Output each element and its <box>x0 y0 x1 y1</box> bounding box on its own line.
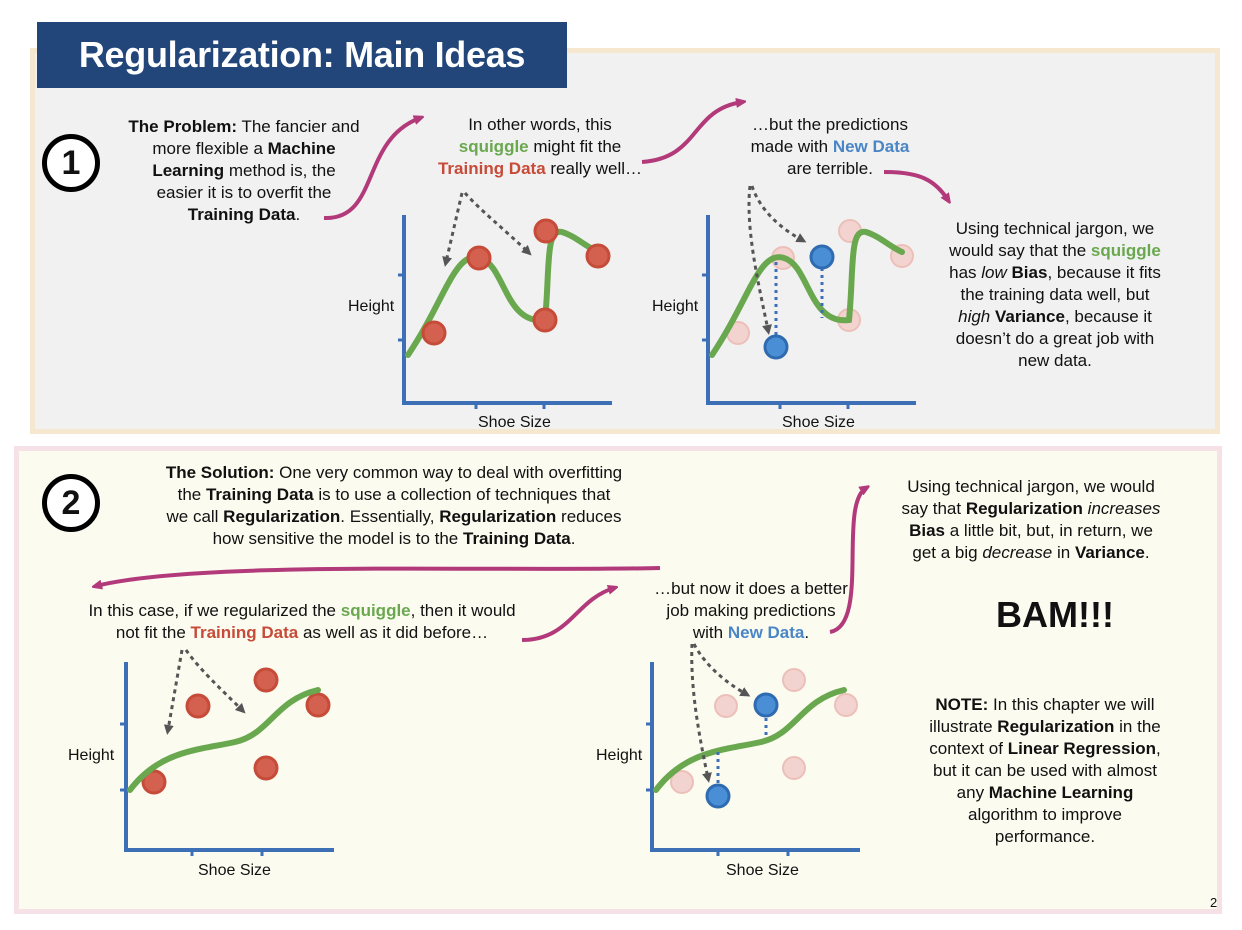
better-predictions-text: …but now it does a better job making pre… <box>654 579 848 642</box>
note-text: NOTE: In this chapter we will illustrate… <box>929 695 1161 846</box>
bias-variance-jargon-text: Using technical jargon, we would say tha… <box>949 219 1161 370</box>
flow-arrow <box>96 566 661 586</box>
bam-exclamation: BAM!!! <box>996 594 1114 635</box>
regularized-squiggle-text: In this case, if we regularized the squi… <box>88 601 516 642</box>
plot1-training-point <box>421 320 447 346</box>
section-1-panel <box>30 48 1220 434</box>
plot3-training-point <box>253 755 279 781</box>
plot4-pointer-arrow <box>692 643 751 697</box>
plot2-pointer-arrow <box>750 185 807 243</box>
new-data-terrible-text: …but the predictions made with New Data … <box>750 115 910 178</box>
plot1-training-point <box>532 307 558 333</box>
plot2-xlabel: Shoe Size <box>782 414 855 431</box>
plot2-pointer-arrow <box>747 185 772 335</box>
flow-arrow <box>521 588 614 642</box>
plot3-training-point <box>253 667 279 693</box>
flow-arrow <box>829 488 866 634</box>
plot4-faded-point <box>670 770 694 794</box>
plot4-regularized-squiggle <box>653 687 847 793</box>
plot3-regularized-squiggle <box>127 687 321 793</box>
plot3-ticks <box>120 722 264 856</box>
section-2-panel <box>14 446 1222 914</box>
plot1-squiggle <box>405 228 601 358</box>
plot4-new-data-point <box>705 783 731 809</box>
plot4-faded-point <box>714 694 738 718</box>
regularization-jargon-text: Using technical jargon, we would say tha… <box>901 477 1161 562</box>
plot1-pointer-arrow <box>463 192 532 256</box>
flow-arrow <box>323 118 420 221</box>
plot4-pointer-arrow <box>690 643 712 783</box>
plot4-ticks <box>646 722 790 856</box>
plot1-xlabel: Shoe Size <box>478 414 551 431</box>
plot3-training-point <box>185 693 211 719</box>
flow-arrows <box>96 102 948 642</box>
solution-text: The Solution: One very common way to dea… <box>165 463 623 548</box>
section-number-1: 1 <box>42 134 100 192</box>
plot2-overfit-new-data <box>702 185 916 409</box>
plot4-faded-point <box>782 668 806 692</box>
plot3-xlabel: Shoe Size <box>198 862 271 879</box>
flow-arrow <box>883 170 948 200</box>
plot1-ticks <box>398 273 546 409</box>
plot3-training-point <box>141 769 167 795</box>
plot2-new-data-point <box>809 244 835 270</box>
plot4-axes <box>650 662 860 852</box>
plot2-ticks <box>702 273 850 409</box>
section-number-2: 2 <box>42 474 100 532</box>
page-title: Regularization: Main Ideas <box>37 22 567 88</box>
plot1-ylabel: Height <box>348 298 395 315</box>
plot2-new-data-point <box>763 334 789 360</box>
plot3-ylabel: Height <box>68 747 115 764</box>
plot4-faded-point <box>782 756 806 780</box>
plot4-ylabel: Height <box>596 747 643 764</box>
squiggle-fit-text: In other words, this squiggle might fit … <box>437 115 643 178</box>
plot1-overfit <box>398 192 612 409</box>
plot3-pointer-arrow <box>184 649 246 714</box>
plot4-regularized-new-data <box>646 643 860 856</box>
plot1-training-point <box>585 243 611 269</box>
plot4-xlabel: Shoe Size <box>726 862 799 879</box>
plot4-new-data-point <box>753 692 779 718</box>
plot1-training-point <box>466 245 492 271</box>
plot4-faded-point <box>834 693 858 717</box>
plot3-pointer-arrow <box>163 649 184 735</box>
plot1-training-point <box>533 218 559 244</box>
plot3-axes <box>124 662 334 852</box>
problem-text: The Problem: The fancier and more flexib… <box>128 117 360 224</box>
flow-arrow <box>641 102 742 164</box>
plot1-pointer-arrow <box>442 192 464 267</box>
plot3-regularized <box>120 649 334 856</box>
plot3-training-point <box>305 692 331 718</box>
plot2-squiggle <box>709 228 905 358</box>
plot2-ylabel: Height <box>652 298 699 315</box>
page-number: 2 <box>1210 895 1218 910</box>
